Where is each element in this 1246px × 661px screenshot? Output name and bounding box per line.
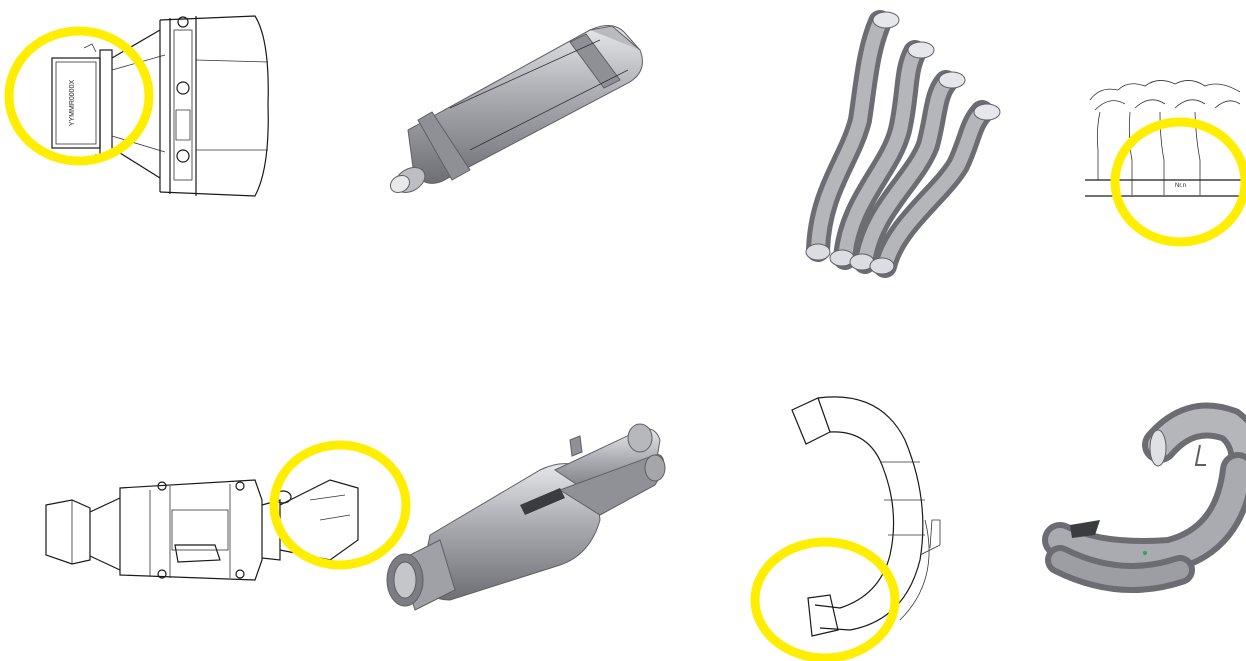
muffler-line-drawing-top: YYMMR0000X [51, 15, 269, 197]
link-pipe-line-drawing [791, 396, 941, 637]
highlight-circle-2 [1110, 117, 1246, 247]
link-pipe-render [1042, 402, 1246, 593]
muffler-render-top [389, 25, 643, 194]
muffler-line-drawing-bottom [45, 479, 359, 581]
part-number-label: YYMMR0000X [69, 80, 76, 127]
header-drawing-label: Nr.n [1175, 183, 1186, 189]
highlight-circle-1 [4, 26, 154, 166]
header-pipes-render [805, 10, 1001, 278]
y-pipe-muffler-render [386, 423, 666, 611]
highlight-circle-4 [750, 537, 900, 661]
highlight-circle-3 [269, 440, 411, 570]
